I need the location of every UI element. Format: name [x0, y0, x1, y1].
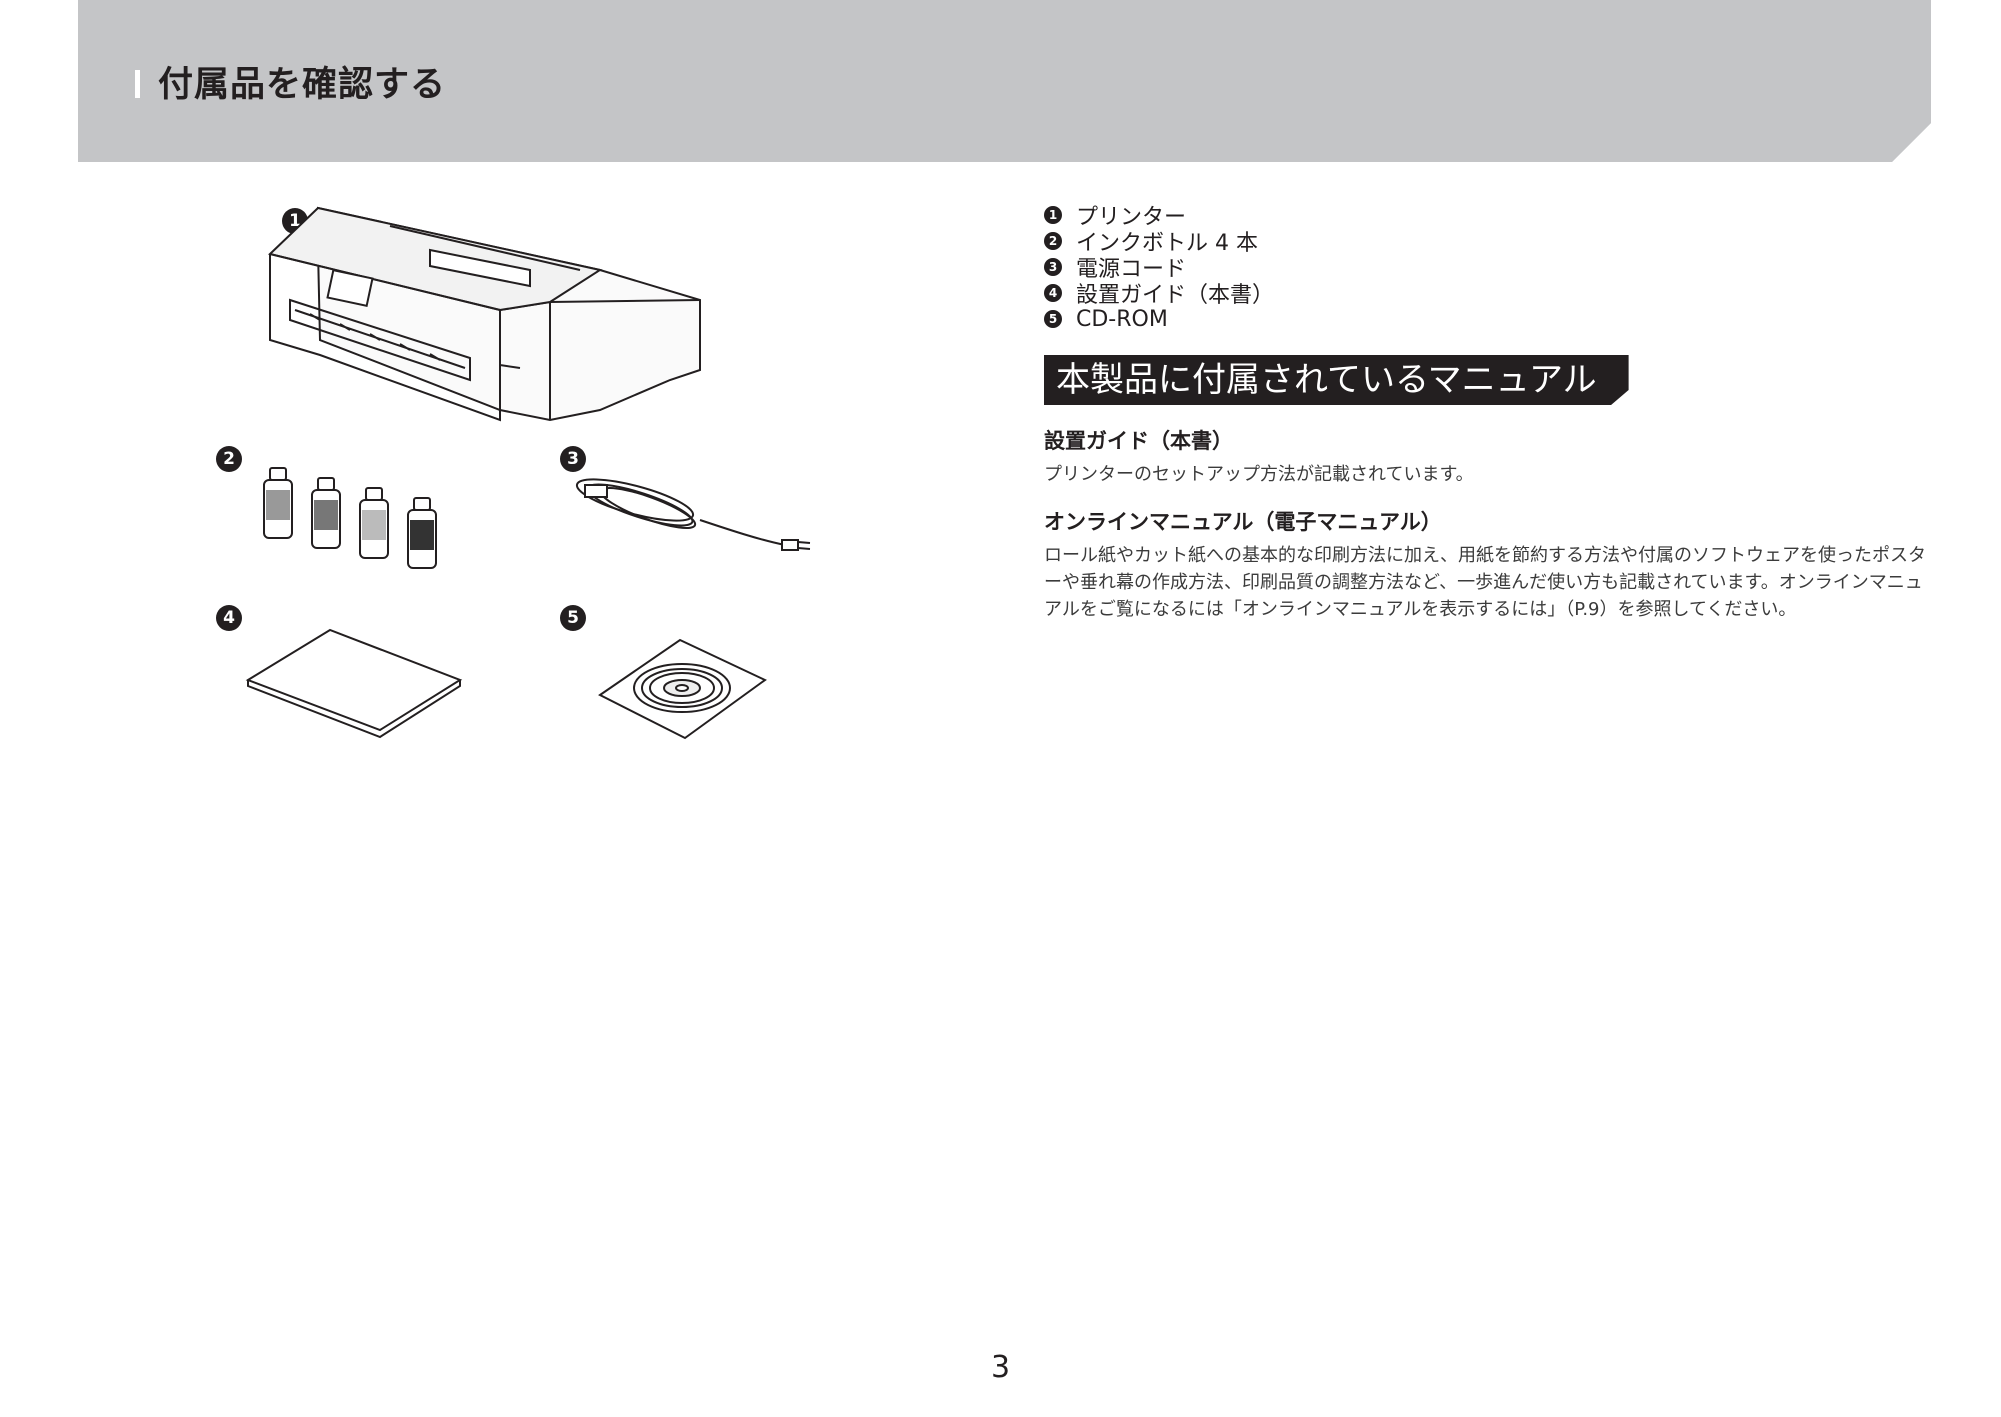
included-items-list: 1 プリンター 2 インクボトル 4 本 3 電源コード 4 設置ガイド（本書）…: [1044, 202, 1274, 332]
header-accent-bar: [135, 70, 140, 98]
number-bullet: 1: [1044, 206, 1062, 224]
item-label: プリンター: [1076, 205, 1187, 230]
item-label: インクボトル 4 本: [1076, 231, 1258, 256]
list-item: 1 プリンター: [1044, 202, 1274, 230]
number-bullet: 5: [1044, 310, 1062, 328]
callout-5: 5: [560, 605, 586, 631]
list-item: 5 CD-ROM: [1044, 306, 1274, 332]
list-item: 4 設置ガイド（本書）: [1044, 280, 1275, 308]
number-bullet: 4: [1044, 284, 1062, 302]
list-item: 3 電源コード: [1044, 254, 1274, 282]
printer-icon: [267, 206, 701, 422]
setup-guide-heading: 設置ガイド（本書）: [1044, 429, 1233, 453]
callout-4: 4: [216, 605, 242, 631]
item-label: CD-ROM: [1076, 306, 1168, 332]
list-item: 2 インクボトル 4 本: [1044, 228, 1274, 256]
page-number: 3: [990, 1350, 1011, 1385]
cd-rom-icon: [598, 638, 767, 740]
number-bullet: 3: [1044, 258, 1062, 276]
ink-bottles-icon: [263, 467, 437, 569]
number-bullet: 2: [1044, 232, 1062, 250]
manual-icon: [245, 628, 463, 739]
power-cord-icon: [575, 478, 811, 551]
header-band: [78, 0, 1931, 162]
online-manual-description: ロール紙やカット紙への基本的な印刷方法に加え、用紙を節約する方法や付属のソフトウ…: [1044, 545, 1926, 620]
setup-guide-description: プリンターのセットアップ方法が記載されています。: [1044, 464, 1474, 485]
callout-3: 3: [560, 446, 586, 472]
item-label: 電源コード: [1076, 257, 1187, 282]
accessories-illustration: 1 2 3 4 5: [200, 190, 820, 750]
online-manual-heading: オンラインマニュアル（電子マニュアル）: [1044, 510, 1442, 534]
section-heading: 本製品に付属されているマニュアル: [1044, 355, 1629, 405]
callout-2: 2: [216, 446, 242, 472]
item-label: 設置ガイド（本書）: [1076, 283, 1275, 308]
page-title: 付属品を確認する: [158, 65, 447, 105]
